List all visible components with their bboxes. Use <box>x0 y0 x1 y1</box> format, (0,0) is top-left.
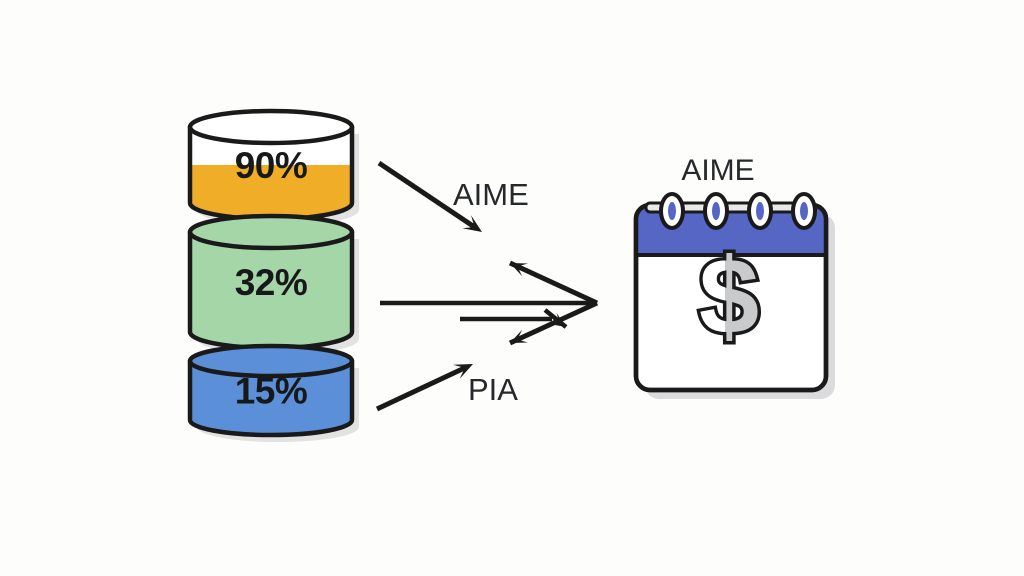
dollar-sign-highlight: $ <box>699 235 759 356</box>
cylinder-fill-level <box>190 165 352 219</box>
cylinder-gauge-group: 90% 32% 15% <box>187 108 359 442</box>
cylinder-value-label: 32% <box>235 262 308 303</box>
card-spiral-ring-hole <box>756 202 764 220</box>
arrow-branch-down-inner <box>460 308 568 329</box>
arrow-aime-diagonal <box>377 160 482 232</box>
card-spiral-ring-hole <box>800 202 808 220</box>
arrow-head <box>510 329 528 343</box>
arrow-shaft <box>375 365 467 412</box>
arrow-shaft <box>377 160 477 230</box>
arrow-pia-diagonal <box>375 364 473 412</box>
cylinder-body-empty <box>190 232 352 348</box>
calendar-card-group[interactable]: $$ <box>633 192 835 399</box>
cylinder-value-label: 15% <box>235 371 308 412</box>
arrow-label-aime: AIME <box>453 177 529 212</box>
cylinder-32: 32% <box>187 213 359 355</box>
dollar-sign-icon: $ <box>699 235 759 356</box>
cylinder-top-face <box>187 213 355 251</box>
card-title: AIME <box>681 154 754 187</box>
arrow-shaft <box>508 260 599 306</box>
cylinder-value-label: 90% <box>235 145 308 186</box>
arrow-group <box>375 160 599 412</box>
arrow-shaft <box>508 300 599 346</box>
arrow-head <box>510 263 528 277</box>
card-spiral-ring-hole <box>712 202 720 220</box>
cylinder-15: 15% <box>187 343 359 442</box>
arrow-branch-up <box>508 260 599 306</box>
arrow-label-pia: PIA <box>468 372 518 407</box>
arrow-head <box>453 364 473 379</box>
arrow-head <box>462 215 482 232</box>
cylinder-body-empty <box>190 361 352 435</box>
cylinder-90: 90% <box>187 108 359 226</box>
arrow-branch-down <box>508 300 599 346</box>
cylinder-outline <box>187 358 355 438</box>
card-spiral-ring-hole <box>668 202 676 220</box>
cylinder-top-face <box>187 108 355 146</box>
arrow-shaft <box>543 308 568 329</box>
